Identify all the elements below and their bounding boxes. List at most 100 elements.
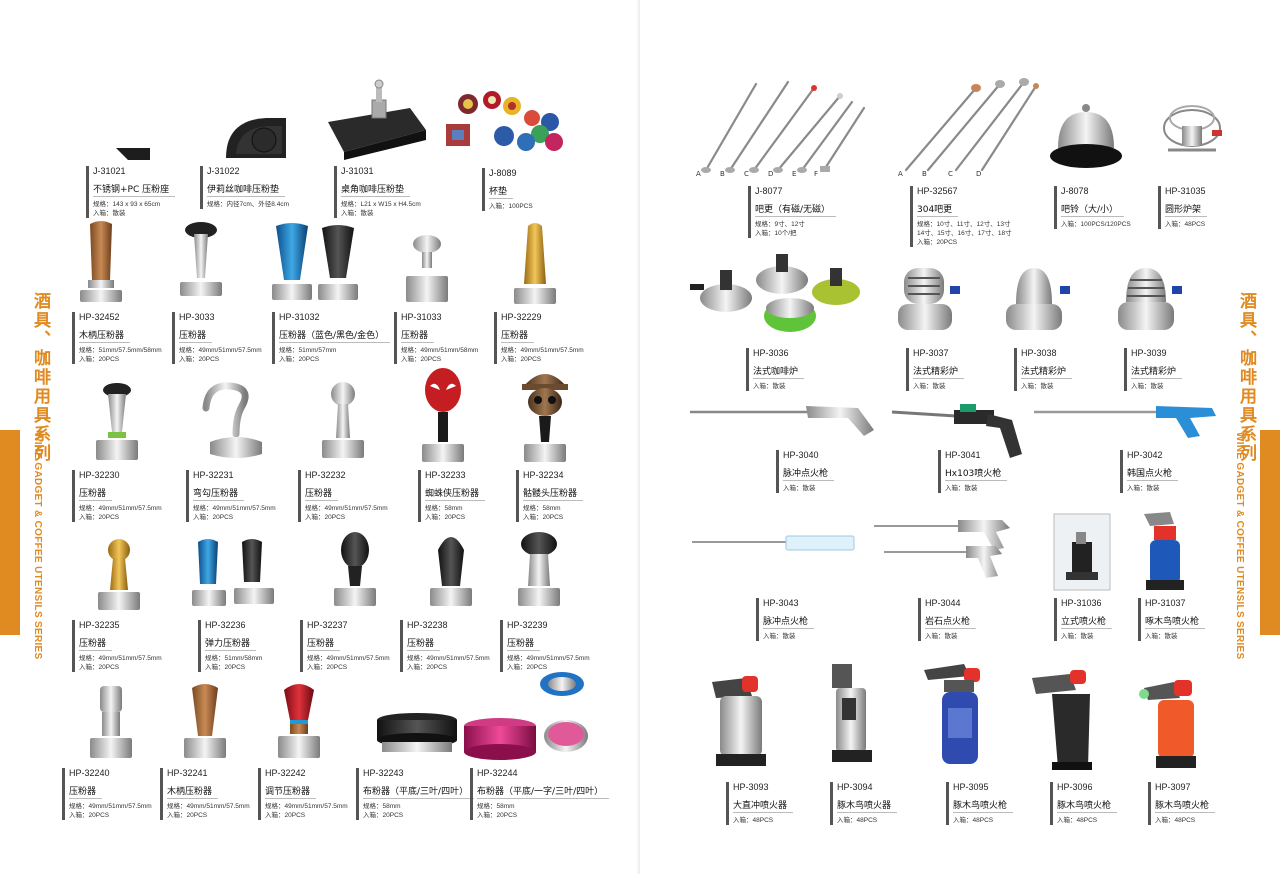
pulse-lighter-3043-image xyxy=(692,535,855,551)
caption-hp-3042: HP-3042 韩国点火枪 入箱：散装 xyxy=(1120,450,1179,493)
spoon-letter: C xyxy=(744,170,749,178)
coffee-burners-image xyxy=(690,254,860,332)
spoon-letter: B xyxy=(720,170,725,178)
caption-hp-3044: HP-3044 岩石点火枪 入箱：散装 xyxy=(918,598,977,641)
right-side-title-en: WINE GADGET & COFFEE UTENSILS SERIES xyxy=(1234,432,1245,660)
tamper-32239-image xyxy=(518,532,560,606)
burner-3037-image xyxy=(898,268,960,330)
tamper-32242-image xyxy=(278,684,320,758)
standing-torch-31036-image xyxy=(1053,513,1111,591)
spoon-letter: D xyxy=(768,170,773,178)
caption-hp-32241: HP-32241 木柄压粉器 规格：49mm/51mm/57.5mm 入箱：20… xyxy=(160,768,250,820)
burner-3039-image xyxy=(1118,268,1182,330)
korea-lighter-3042-image xyxy=(1034,406,1216,438)
spoon-letter: C xyxy=(948,170,953,178)
caption-hp-3037: HP-3037 法式精彩炉 入箱：散装 xyxy=(906,348,965,391)
right-page: 酒具、咖啡用具系列 WINE GADGET & COFFEE UTENSILS … xyxy=(640,0,1280,874)
caption-hp-3036: HP-3036 法式咖啡炉 入箱：散装 xyxy=(746,348,805,391)
caption-hp-3040: HP-3040 脉冲点火枪 入箱：散装 xyxy=(776,450,835,493)
caption-hp-32567: HP-32567 304吧更 规格：10寸、11寸、12寸、13寸 14寸、15… xyxy=(910,186,1012,247)
caption-hp-31035: HP-31035 圆形炉架 入箱：48PCS xyxy=(1158,186,1208,229)
burner-3038-image xyxy=(1006,268,1070,330)
spoon-letter: D xyxy=(976,170,981,178)
tamper-32236-image xyxy=(192,539,274,606)
pulse-lighter-3040-image xyxy=(690,406,874,436)
caption-hp-32242: HP-32242 调节压粉器 规格：49mm/51mm/57.5mm 入箱：20… xyxy=(258,768,348,820)
right-side-title-cn: 酒具、咖啡用具系列 xyxy=(1236,292,1256,463)
caption-hp-32244: HP-32244 布粉器（平底/一字/三叶/四叶） 规格：58mm 入箱：20P… xyxy=(470,768,610,820)
caption-hp-3033: HP-3033 压粉器 规格：49mm/51mm/57.5mm 入箱：20PCS xyxy=(172,312,262,364)
tamper-mat-image xyxy=(226,118,286,158)
caption-hp-3041: HP-3041 Hx103喷火枪 入箱：散装 xyxy=(938,450,1008,493)
torch-3095-image xyxy=(924,664,980,764)
torch-3093-image xyxy=(712,676,766,766)
torch-3094-image xyxy=(832,664,872,762)
caption-hp-3038: HP-3038 法式精彩炉 入箱：散装 xyxy=(1014,348,1073,391)
caption-hp-32452: HP-32452 木柄压粉器 规格：51mm/57.5mm/58mm 入箱：20… xyxy=(72,312,162,364)
tamper-32231-image xyxy=(202,382,262,458)
caption-hp-3096: HP-3096 豚木鸟喷火枪 入箱：48PCS xyxy=(1050,782,1118,825)
tamper-32241-image xyxy=(184,684,226,758)
caption-hp-3043: HP-3043 脉冲点火枪 入箱：散装 xyxy=(756,598,815,641)
caption-hp-32229: HP-32229 压粉器 规格：49mm/51mm/57.5mm 入箱：20PC… xyxy=(494,312,584,364)
spoon-letter: A xyxy=(696,170,701,178)
caption-hp-3093: HP-3093 大直冲喷火器 入箱：48PCS xyxy=(726,782,794,825)
spoon-letter: B xyxy=(922,170,927,178)
corner-mat-image xyxy=(328,79,426,160)
tamper-32238-image xyxy=(430,537,472,606)
spoon-letter: A xyxy=(898,170,903,178)
tamper-31033-image xyxy=(406,235,448,302)
bar-spoons-32567-image: A B C D xyxy=(898,78,1039,178)
tamper-32230-image xyxy=(96,383,138,460)
tamper-32233-image xyxy=(422,368,464,462)
torch-3096-image xyxy=(1032,670,1092,770)
caption-hp-32239: HP-32239 压粉器 规格：49mm/51mm/57.5mm 入箱：20PC… xyxy=(500,620,590,672)
caption-hp-32237: HP-32237 压粉器 规格：49mm/51mm/57.5mm 入箱：20PC… xyxy=(300,620,390,672)
caption-hp-31033: HP-31033 压粉器 规格：49mm/51mm/58mm 入箱：20PCS xyxy=(394,312,478,364)
caption-j-8077: J-8077 吧更（有磁/无磁） 规格：9寸、12寸 入箱：10个/把 xyxy=(748,186,837,238)
caption-hp-31037: HP-31037 啄木鸟喷火枪 入箱：散装 xyxy=(1138,598,1206,641)
caption-j-31021: J-31021 不锈钢+PC 压粉座 规格：143 x 93 x 65cm 入箱… xyxy=(86,166,176,218)
caption-hp-3097: HP-3097 豚木鸟喷火枪 入箱：48PCS xyxy=(1148,782,1216,825)
tamper-32232-image xyxy=(322,382,364,458)
distributor-32244-image xyxy=(464,672,588,760)
right-side-band xyxy=(1260,430,1280,635)
tamper-stand-image xyxy=(116,148,150,160)
caption-hp-32234: HP-32234 骷髅头压粉器 规格：58mm 入箱：20PCS xyxy=(516,470,584,522)
caption-hp-32231: HP-32231 弯勾压粉器 规格：49mm/51mm/57.5mm 入箱：20… xyxy=(186,470,276,522)
caption-hp-32238: HP-32238 压粉器 规格：49mm/51mm/57.5mm 入箱：20PC… xyxy=(400,620,490,672)
caption-hp-3039: HP-3039 法式精彩炉 入箱：散装 xyxy=(1124,348,1183,391)
caption-hp-3095: HP-3095 豚木鸟喷火枪 入箱：48PCS xyxy=(946,782,1014,825)
caption-hp-32243: HP-32243 布粉器（平底/三叶/四叶） 规格：58mm 入箱：20PCS xyxy=(356,768,475,820)
torch-3097-image xyxy=(1139,680,1196,768)
tamper-31032-image xyxy=(272,223,358,300)
spoon-letter: F xyxy=(814,170,818,178)
caption-j-31031: J-31031 桌角咖啡压粉垫 规格：L21 x W15 x H4.5cm 入箱… xyxy=(334,166,421,218)
distributor-32243-image xyxy=(377,713,457,752)
left-side-title-cn: 酒具、咖啡用具系列 xyxy=(30,292,50,463)
bar-spoons-8077-image: A B C D E F xyxy=(696,80,866,178)
tamper-3033-image xyxy=(180,222,222,296)
left-page: 酒具、咖啡用具系列 WINE GADGET & COFFEE UTENSILS … xyxy=(0,79,610,820)
caption-hp-32235: HP-32235 压粉器 规格：49mm/51mm/57.5mm 入箱：20PC… xyxy=(72,620,162,672)
rock-lighter-3044-image xyxy=(874,520,1010,578)
wood-tamper-image xyxy=(80,221,122,302)
caption-j-31022: J-31022 伊莉丝咖啡压粉垫 规格：内径7cm、外径8.4cm xyxy=(200,166,289,209)
tamper-32234-image xyxy=(522,374,568,462)
tamper-32240-image xyxy=(90,686,132,758)
left-side-band xyxy=(0,430,20,635)
caption-j-8078: J-8078 吧铃（大/小） 入箱：100PCS/120PCS xyxy=(1054,186,1131,229)
tamper-32235-image xyxy=(98,539,140,610)
caption-hp-32233: HP-32233 蜘蛛侠压粉器 规格：58mm 入箱：20PCS xyxy=(418,470,486,522)
tamper-32229-image xyxy=(514,223,556,304)
caption-hp-31036: HP-31036 立式喷火枪 入箱：散装 xyxy=(1054,598,1113,641)
round-burner-stand-image xyxy=(1163,105,1222,152)
coasters-image xyxy=(446,91,563,151)
caption-j-8089: J-8089 杯垫 入箱：100PCS xyxy=(482,168,533,211)
spoon-letter: E xyxy=(792,170,796,178)
bar-bell-image xyxy=(1050,104,1122,168)
caption-hp-32232: HP-32232 压粉器 规格：49mm/51mm/57.5mm 入箱：20PC… xyxy=(298,470,388,522)
left-side-title-en: WINE GADGET & COFFEE UTENSILS SERIES xyxy=(32,432,43,660)
caption-hp-32240: HP-32240 压粉器 规格：49mm/51mm/57.5mm 入箱：20PC… xyxy=(62,768,152,820)
